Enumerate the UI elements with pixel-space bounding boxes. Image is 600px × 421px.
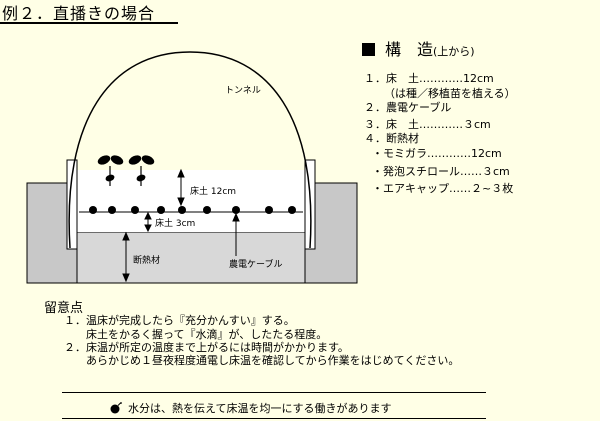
footer-note: 水分は、熱を伝えて床温を均一にする働きがあります xyxy=(110,400,392,416)
cable-dots xyxy=(89,206,296,214)
structure-item: ２．農電ケーブル xyxy=(364,101,452,114)
dimension-arrow-12cm xyxy=(177,168,185,207)
structure-heading: 構 造(上から) xyxy=(362,36,475,60)
divider-top xyxy=(62,392,486,393)
square-bullet-icon xyxy=(362,43,375,56)
bomb-icon xyxy=(110,402,122,414)
bed-soil-label: 床土 12cm xyxy=(190,185,236,197)
structure-item: ・エアキャップ……２~３枚 xyxy=(372,182,514,195)
tunnel-label: トンネル xyxy=(225,85,261,96)
structure-item: ３．床 土…………３cm xyxy=(364,118,491,131)
divider-bottom xyxy=(62,418,486,419)
dimension-arrow-insulation xyxy=(122,231,130,283)
seedling-icon xyxy=(97,155,155,186)
insulation-layer xyxy=(76,231,306,284)
frame-board-left xyxy=(66,159,78,250)
structure-item: １．床 土…………12cm xyxy=(364,72,494,85)
tunnel-arch xyxy=(68,51,312,249)
notes-title: 留意点 xyxy=(44,301,84,316)
bed-soil-layer xyxy=(77,170,305,232)
bed-soil-lower-label: 床土 3cm xyxy=(155,217,195,229)
structure-item: ４．断熱材 xyxy=(364,132,419,145)
cable-leader xyxy=(232,212,240,256)
cable-label: 農電ケーブル xyxy=(229,258,282,270)
page-title: 例２．直播きの場合 xyxy=(2,4,156,23)
note-line: あらかじめ１昼夜程度通電し床温を確認してから作業をはじめてください。 xyxy=(86,354,460,367)
structure-item: （は種／移植苗を植える） xyxy=(384,87,516,100)
note-line: ２．床温が所定の温度まで上がるには時間がかかります。 xyxy=(64,341,349,354)
dimension-arrow-3cm xyxy=(144,211,152,233)
note-line: 床土をかるく握って『水滴』が、したたる程度。 xyxy=(86,328,328,341)
title-underline xyxy=(0,22,178,24)
structure-item: ・モミガラ…………12cm xyxy=(372,147,502,160)
note-line: １．温床が完成したら『充分かんすい』する。 xyxy=(64,314,295,327)
insulation-label: 断熱材 xyxy=(133,254,160,266)
structure-item: ・発泡スチロール……３cm xyxy=(372,165,510,178)
